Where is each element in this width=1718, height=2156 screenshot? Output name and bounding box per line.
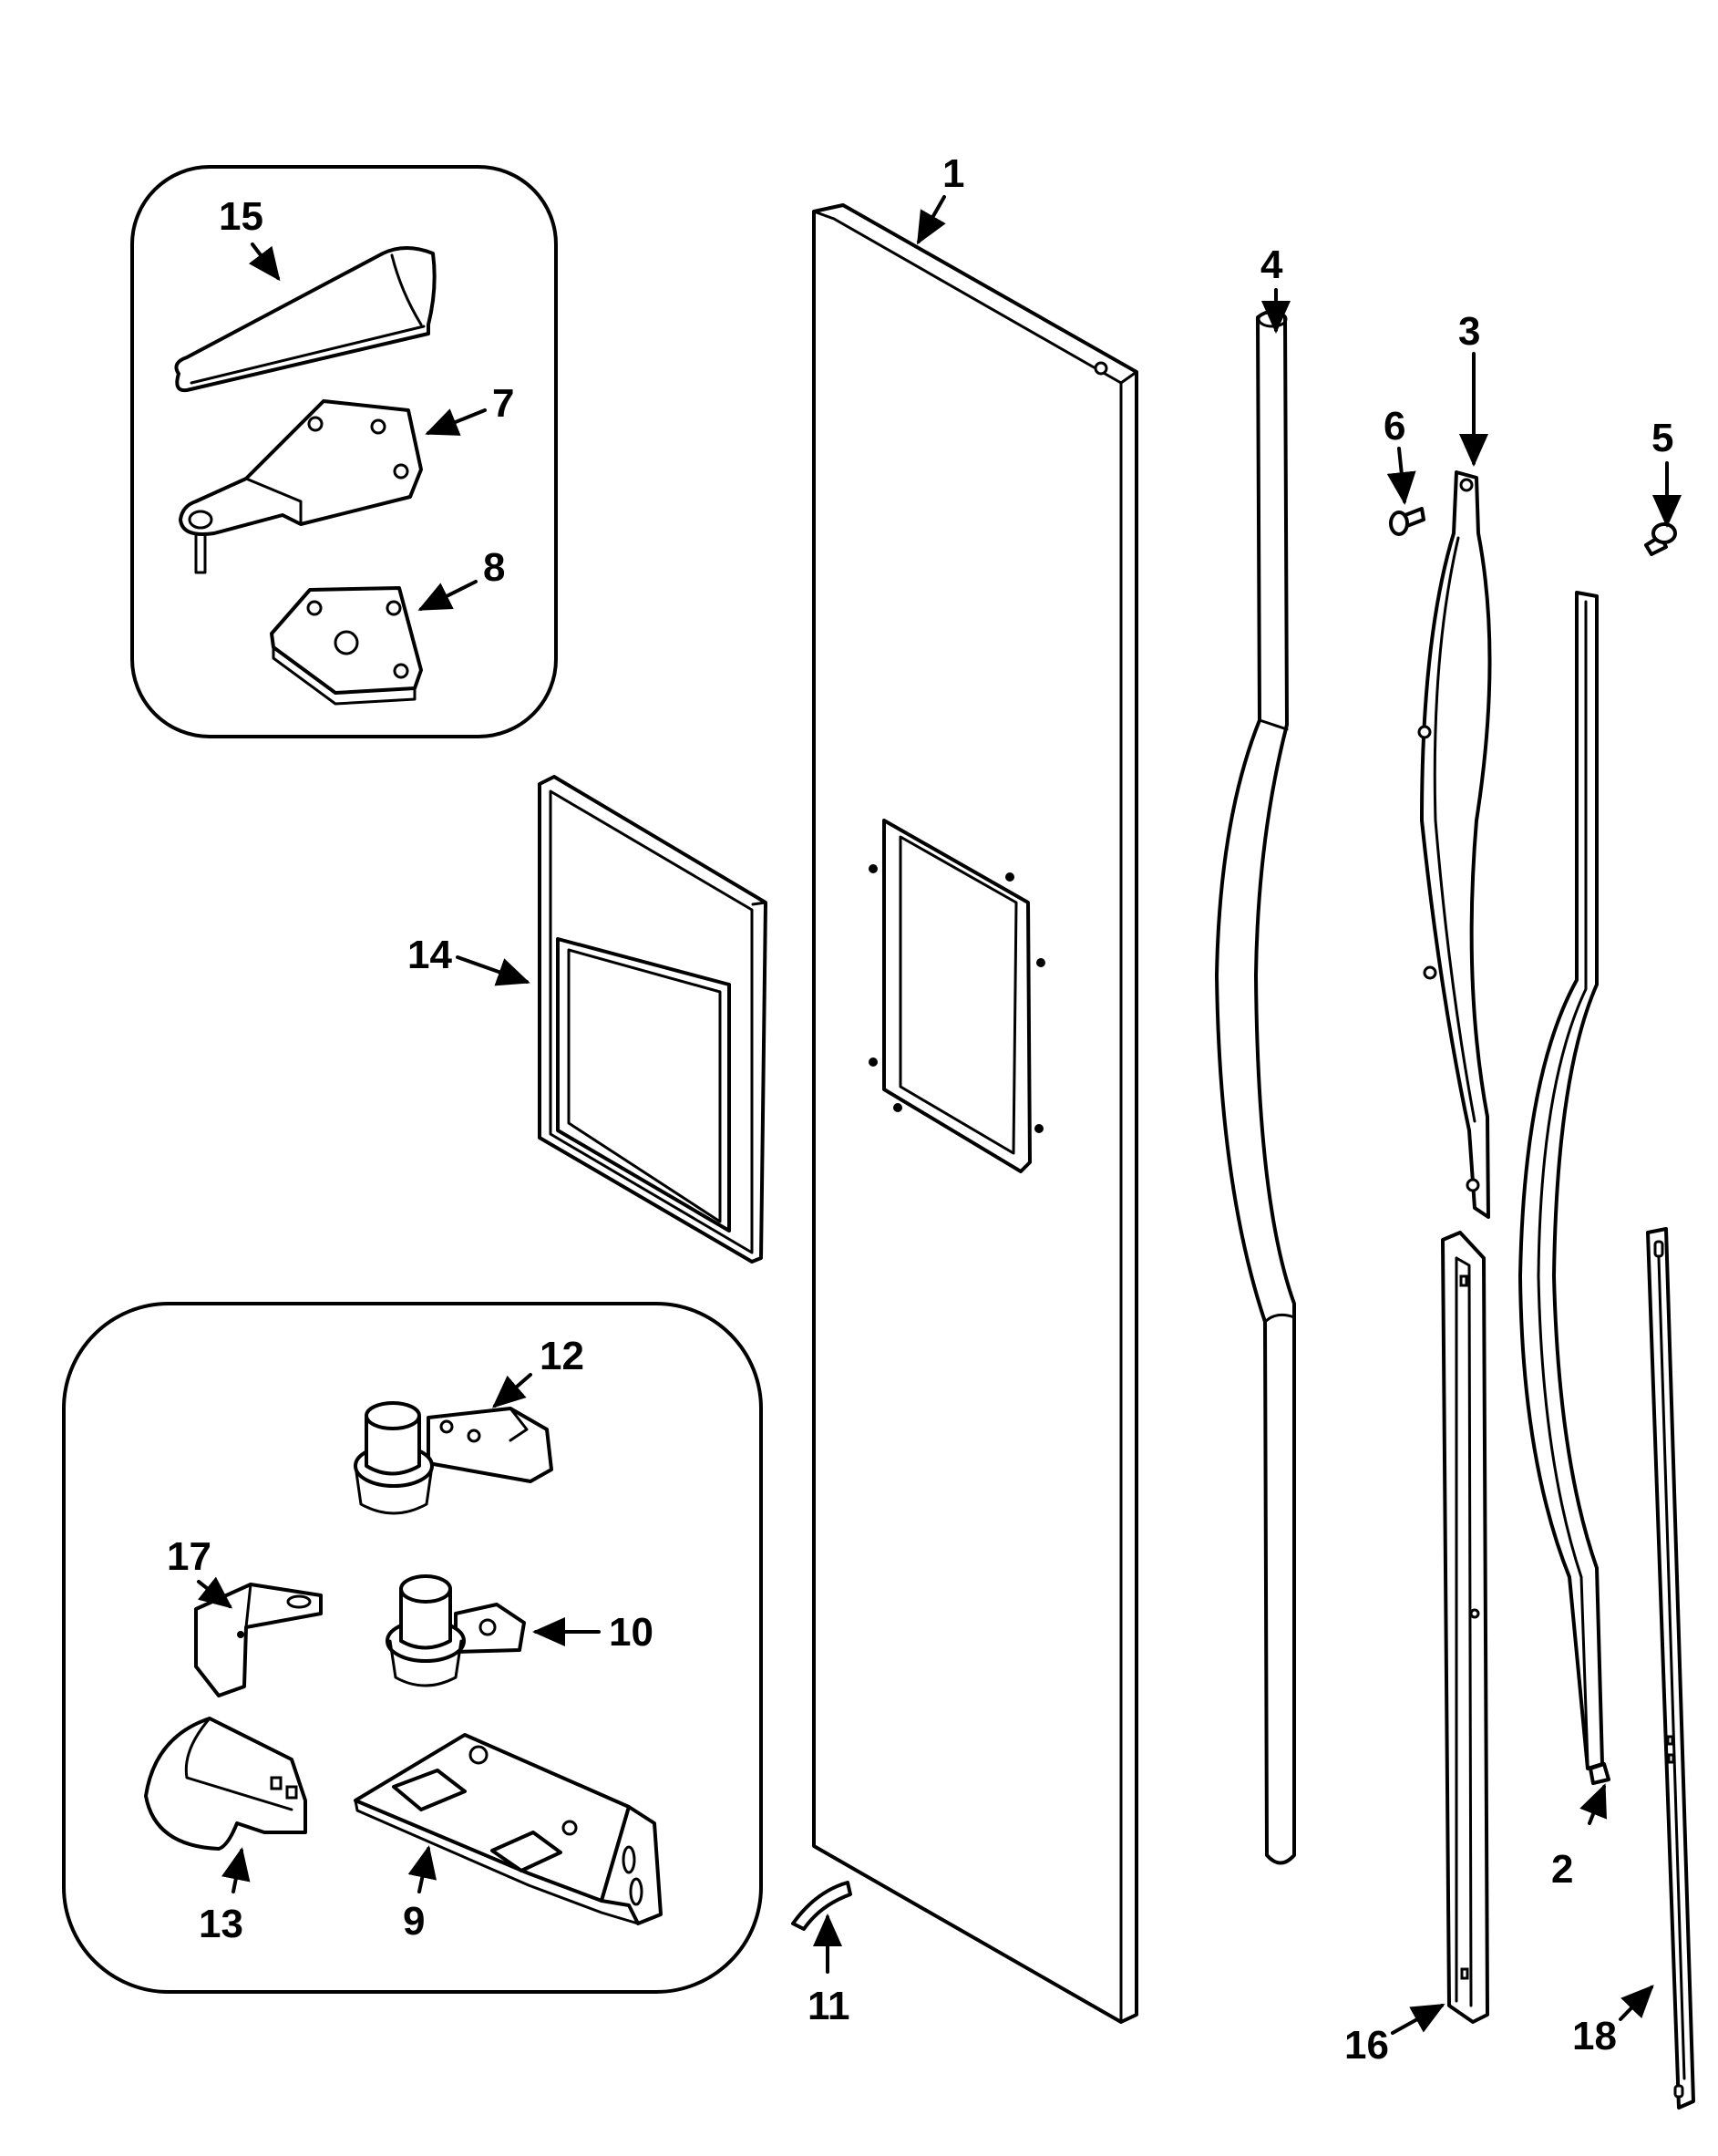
callout-15: 15 [219,194,263,239]
callout-4: 4 [1260,242,1283,287]
callout-1: 1 [942,151,964,196]
callout-18: 18 [1572,2014,1617,2058]
callout-2: 2 [1551,1847,1573,1892]
part-18-long-strip [1646,1227,1695,2110]
part-13-hinge-cover [144,1717,307,1851]
callout-labels: 1 2 3 4 5 6 7 8 9 10 11 12 13 14 15 16 1… [167,151,1673,2068]
callout-5: 5 [1651,416,1673,460]
part-14-dispenser-panel [538,775,767,1264]
part-10-hinge-pin-bracket [386,1574,526,1687]
part-6-screw [1389,507,1425,536]
part-9-hinge-plate [354,1733,663,1925]
callout-12: 12 [540,1334,584,1378]
part-5-screw [1644,522,1677,556]
callout-3: 3 [1458,309,1480,354]
lower-hinge-inset-frame [62,1302,763,1994]
callout-16: 16 [1344,2023,1389,2068]
part-3-handle-bracket [1417,470,1492,1219]
callout-6: 6 [1384,404,1405,449]
callout-9: 9 [403,1899,425,1944]
part-7-upper-hinge [179,399,423,574]
callout-10: 10 [609,1610,653,1655]
part-4-door-handle [1215,310,1296,1865]
part-17-small-bracket [194,1583,323,1697]
callout-arrows [197,195,1682,2035]
callout-11: 11 [808,1984,850,2028]
part-16-trim-strip [1441,1231,1489,2024]
part-12-hinge-pin-bracket [354,1401,553,1515]
callout-14: 14 [407,933,452,977]
callout-8: 8 [483,545,505,590]
callout-7: 7 [492,381,514,426]
part-11-door-trim [791,1881,852,1931]
part-1-door [812,203,1138,2024]
part-2-handle-trim [1518,591,1610,1785]
part-15-hinge-cover [174,246,437,393]
part-8-hinge-shim [270,586,423,706]
upper-hinge-inset-frame [130,165,558,738]
callout-17: 17 [167,1534,211,1579]
callout-13: 13 [199,1902,243,1946]
